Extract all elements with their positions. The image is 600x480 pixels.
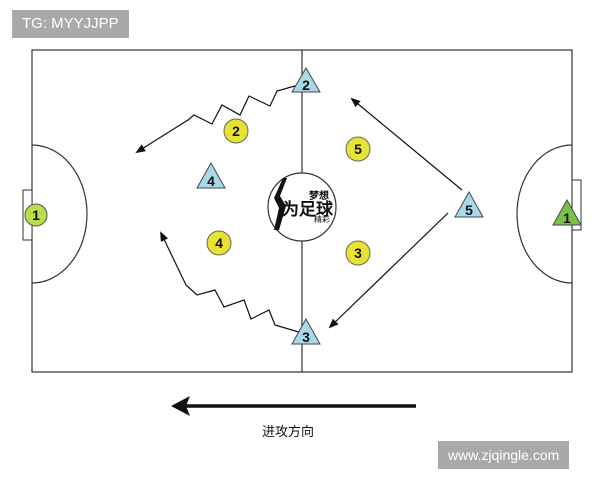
triangle-player-3: 3 [291,317,321,345]
dribble-path-upper [135,83,303,154]
right-penalty-arc [516,144,573,284]
svg-text:1: 1 [563,210,571,226]
circle-player-4: 4 [206,230,232,256]
right-goal [571,179,582,231]
triangle-player-5: 5 [454,190,484,218]
circle-player-5: 5 [345,136,371,162]
watermark-bottom: www.zjqingle.com [438,441,570,469]
triangle-player-1: 1 [552,198,582,226]
svg-text:5: 5 [354,141,362,157]
triangle-player-2: 2 [291,67,321,93]
circle-player-1: 1 [24,203,48,227]
svg-text:3: 3 [354,245,362,261]
run-arrow-lower [328,212,449,329]
svg-text:5: 5 [465,202,473,218]
run-arrow-upper [350,97,463,191]
triangle-player-4: 4 [196,161,226,189]
attack-direction-label: 进攻方向 [262,425,315,440]
svg-text:为足球: 为足球 [282,199,334,220]
svg-text:1: 1 [32,207,40,223]
svg-text:2: 2 [232,123,240,139]
left-penalty-arc [31,144,88,284]
svg-text:4: 4 [207,173,215,189]
watermark-top: TG: MYYJJPP [12,10,129,38]
logo: 为足球 梦想 精彩 [274,178,334,230]
center-circle [267,172,337,242]
dribble-path-lower [160,231,303,334]
svg-text:4: 4 [215,235,223,251]
svg-text:梦想: 梦想 [309,189,329,202]
circle-player-3: 3 [345,240,371,266]
svg-text:精彩: 精彩 [314,214,330,224]
svg-text:3: 3 [302,329,310,345]
attack-direction-arrowhead [171,396,190,416]
svg-text:2: 2 [302,77,310,93]
circle-player-2: 2 [223,118,249,144]
